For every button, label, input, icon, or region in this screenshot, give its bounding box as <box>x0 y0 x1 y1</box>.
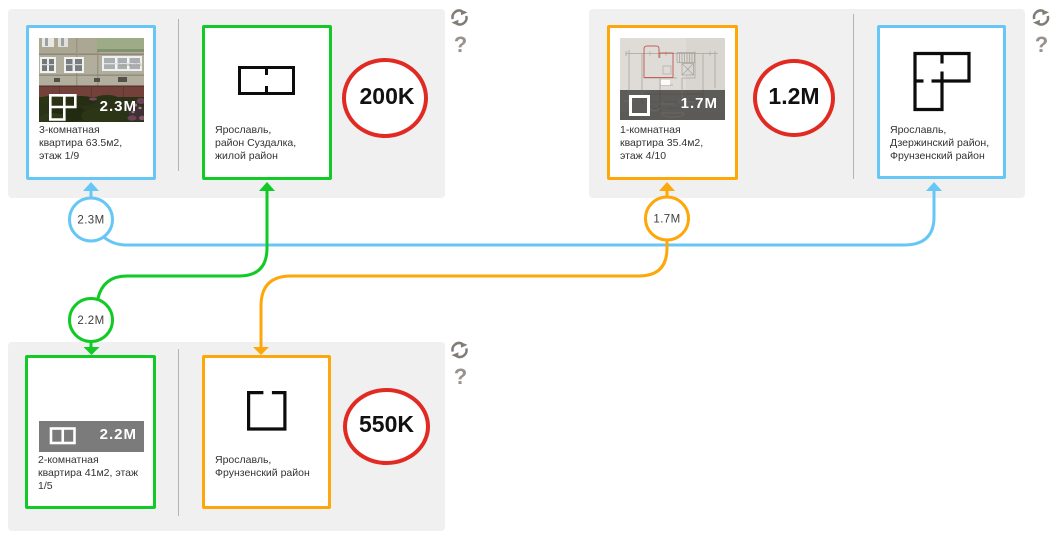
svg-text:1.7M: 1.7M <box>653 214 680 226</box>
svg-text:2.3M: 2.3M <box>77 215 104 227</box>
svg-text:2.2M: 2.2M <box>77 315 104 327</box>
svg-text:Зимняя 47к3: Зимняя 47к3 <box>118 62 142 67</box>
